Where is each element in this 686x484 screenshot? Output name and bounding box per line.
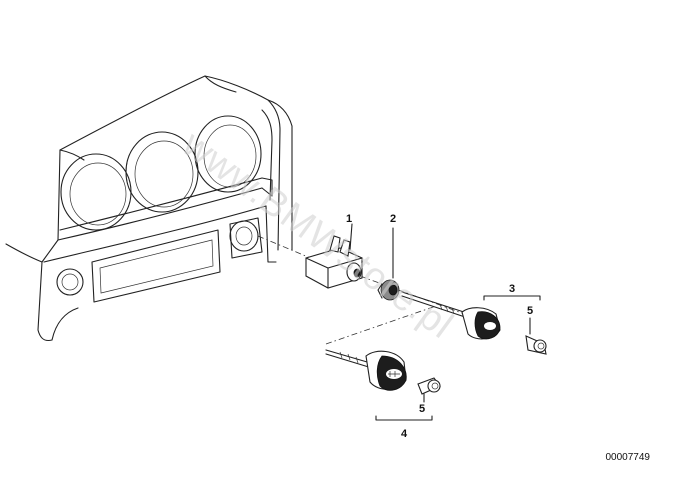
callout-5-upper: 5	[527, 305, 533, 317]
watermark: www.BMWstore.pl	[174, 123, 461, 348]
bulb-part-5-lower	[417, 377, 441, 403]
callout-5-lower: 5	[419, 403, 425, 415]
instrument-cluster-drawing	[5, 75, 293, 342]
callout-2: 2	[390, 213, 396, 225]
switch-part-1	[305, 235, 363, 289]
bulb-part-5-upper	[525, 317, 547, 355]
knob-part-3	[401, 291, 541, 340]
assembly-center-line-3	[325, 305, 437, 345]
callout-1: 1	[346, 213, 352, 225]
diagram-number: 00007749	[606, 452, 651, 463]
nut-part-2	[377, 227, 400, 301]
callout-4: 4	[401, 428, 408, 440]
knob-part-4	[325, 349, 433, 421]
callout-3: 3	[509, 283, 515, 295]
leader-line-1	[349, 223, 353, 251]
